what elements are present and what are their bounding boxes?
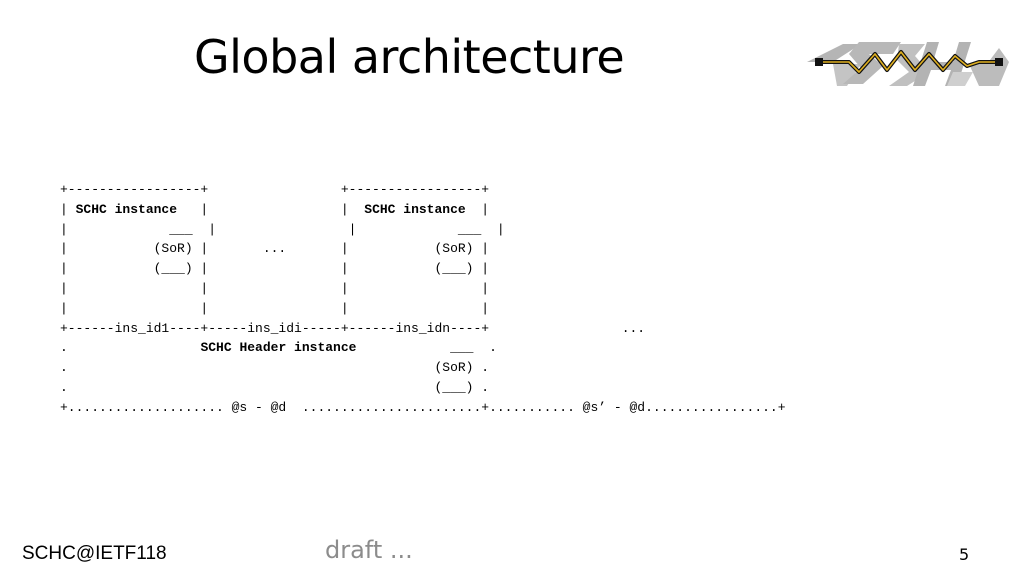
- diagram-text: +-----------------+ +-----------------+: [60, 182, 490, 197]
- diagram-text: |: [60, 201, 76, 217]
- diagram-label: SCHC Header instance: [200, 340, 357, 356]
- diagram-line: . (SoR) .: [60, 358, 786, 378]
- diagram-text: | ___ | | ___ |: [60, 221, 505, 237]
- diagram-text: +.................... @s - @d ..........…: [60, 399, 786, 415]
- footer-event: SCHC@IETF118: [22, 543, 167, 564]
- diagram-text: . (___) .: [60, 379, 490, 395]
- diagram-text: |: [465, 201, 490, 217]
- diagram-text: +------ins_id1----+-----ins_idi-----+---…: [60, 320, 646, 336]
- diagram-label: SCHC instance: [75, 201, 178, 217]
- diagram-line: +-----------------+ +-----------------+: [60, 180, 786, 200]
- diagram-text: . (SoR) .: [60, 360, 490, 376]
- diagram-line: | SCHC instance | | SCHC instance |: [60, 200, 786, 220]
- page-number: 5: [959, 545, 970, 564]
- diagram-line: | (SoR) | ... | (SoR) |: [60, 239, 786, 259]
- diagram-line: . (___) .: [60, 378, 786, 398]
- diagram-text: | | | |: [60, 300, 490, 316]
- diagram-label: SCHC instance: [364, 201, 466, 217]
- diagram-text: | (SoR) | ... | (SoR) |: [60, 241, 490, 257]
- footer-draft: draft ...: [325, 536, 413, 564]
- diagram-line: +.................... @s - @d ..........…: [60, 398, 786, 418]
- architecture-diagram: +-----------------+ +-----------------+ |…: [60, 180, 786, 418]
- schc-logo-icon: [807, 42, 1009, 86]
- diagram-line: | (___) | | (___) |: [60, 259, 786, 279]
- diagram-text: | | | |: [60, 280, 490, 296]
- diagram-text: ___ .: [356, 340, 497, 356]
- diagram-text: .: [60, 340, 201, 356]
- diagram-text: | |: [177, 201, 365, 217]
- diagram-line: . SCHC Header instance ___ .: [60, 338, 786, 358]
- diagram-line: +------ins_id1----+-----ins_idi-----+---…: [60, 319, 786, 339]
- slide-title: Global architecture: [194, 30, 625, 84]
- diagram-text: | (___) | | (___) |: [60, 261, 490, 277]
- diagram-line: | | | |: [60, 299, 786, 319]
- diagram-line: | ___ | | ___ |: [60, 220, 786, 240]
- diagram-line: | | | |: [60, 279, 786, 299]
